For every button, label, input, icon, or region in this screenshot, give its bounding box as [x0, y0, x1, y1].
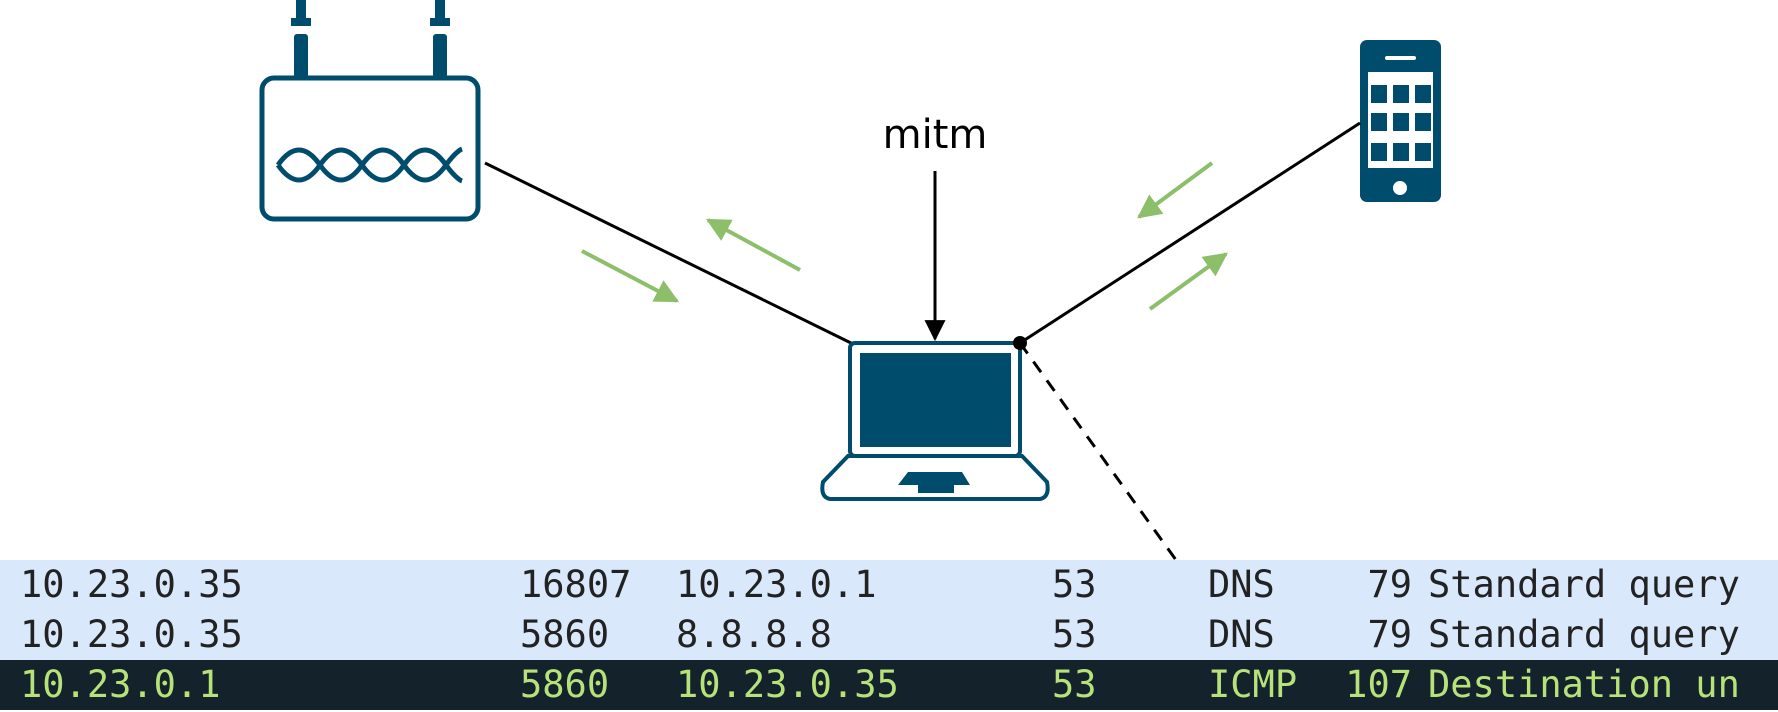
- destination-address: 10.23.0.35: [676, 663, 899, 706]
- packet-row[interactable]: 10.23.0.35 16807 10.23.0.1 53 DNS 79 Sta…: [0, 560, 1778, 610]
- protocol: DNS: [1208, 613, 1275, 656]
- destination-address: 8.8.8.8: [676, 613, 832, 656]
- destination-port: 53: [1052, 563, 1097, 606]
- laptop-icon: [820, 341, 1050, 501]
- length: 79: [1367, 613, 1412, 656]
- traffic-arrow-laptop-to-router: [705, 218, 801, 272]
- destination-address: 10.23.0.1: [676, 563, 877, 606]
- protocol: ICMP: [1208, 663, 1298, 706]
- source-address: 10.23.0.35: [20, 613, 243, 656]
- capture-line: [1018, 342, 1178, 561]
- smartphone-icon: [1360, 40, 1441, 202]
- packet-row-selected[interactable]: 10.23.0.1 5860 10.23.0.35 53 ICMP 107 De…: [0, 660, 1778, 710]
- packet-row[interactable]: 10.23.0.35 5860 8.8.8.8 53 DNS 79 Standa…: [0, 610, 1778, 660]
- capture-point: [1013, 336, 1027, 350]
- packet-capture-table: 10.23.0.35 16807 10.23.0.1 53 DNS 79 Sta…: [0, 560, 1778, 710]
- source-port: 5860: [520, 663, 610, 706]
- source-port: 16807: [520, 563, 632, 606]
- router-icon: [259, 0, 481, 222]
- info: Destination un: [1428, 663, 1740, 706]
- info: Standard query: [1428, 563, 1740, 606]
- destination-port: 53: [1052, 613, 1097, 656]
- length: 79: [1367, 563, 1412, 606]
- traffic-arrow-phone-to-laptop: [1137, 161, 1214, 219]
- source-port: 5860: [520, 613, 610, 656]
- traffic-arrow-laptop-to-phone: [1148, 252, 1228, 311]
- protocol: DNS: [1208, 563, 1275, 606]
- length: 107: [1345, 663, 1412, 706]
- info: Standard query: [1428, 613, 1740, 656]
- source-address: 10.23.0.1: [20, 663, 221, 706]
- laptop-phone-link: [1019, 121, 1361, 345]
- router-laptop-link: [484, 161, 854, 346]
- source-address: 10.23.0.35: [20, 563, 243, 606]
- traffic-arrow-router-to-laptop: [581, 249, 680, 303]
- mitm-label: mitm: [883, 112, 988, 158]
- destination-port: 53: [1052, 663, 1097, 706]
